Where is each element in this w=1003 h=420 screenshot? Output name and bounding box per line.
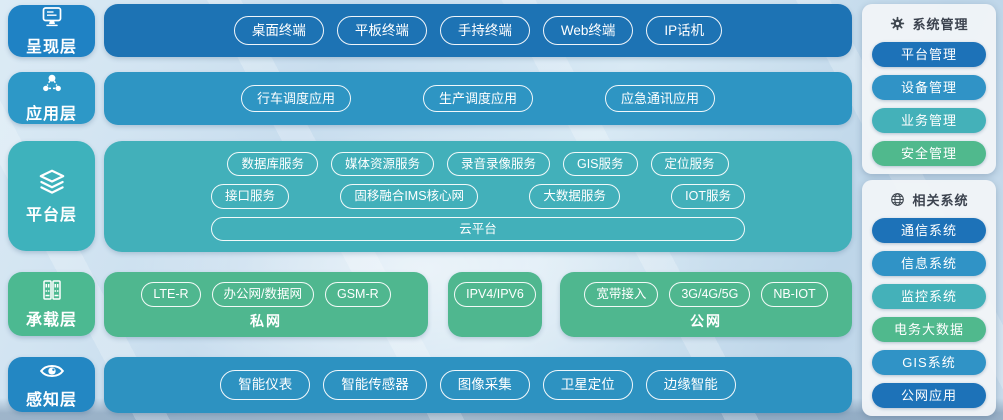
band-presentation: 桌面终端平板终端手持终端 Web终端 IP话机: [104, 4, 852, 57]
private-network-nodes: LTE-R 办公网/数据网 GSM-R: [141, 282, 391, 307]
node-pill: 云平台: [211, 216, 745, 242]
public-network-nodes: 宽带接入 3G/4G/5G NB-IOT: [584, 282, 828, 307]
sidebar-button: 平台管理: [872, 42, 986, 67]
panel-system-management-header: 系统管理: [871, 14, 987, 33]
node-pill: 接口服务: [211, 184, 290, 209]
node-pill: 应急通讯应用: [605, 85, 716, 112]
band-application: 行车调度应用 生产调度应用 应急通讯应用: [104, 72, 852, 125]
node-pill: 平板终端: [336, 15, 427, 46]
node-pill: 智能仪表: [220, 370, 311, 400]
node-pill: NB-IOT: [761, 282, 828, 307]
panel-system-management-title: 系统管理: [912, 17, 969, 32]
node-pill: 宽带接入: [584, 282, 659, 307]
sidebar-button: 设备管理: [872, 75, 986, 100]
platform-nodes-row2: 接口服务 固移融合IMS核心网 大数据服务 IOT服务: [211, 184, 745, 209]
perception-nodes: 智能仪表智能传感器图像采集卫星定位边缘智能: [220, 370, 736, 400]
layers-icon: [37, 167, 67, 197]
band-perception: 智能仪表智能传感器图像采集卫星定位边缘智能: [104, 357, 852, 413]
band-bearer: LTE-R 办公网/数据网 GSM-R 私网 IPV4/IPV6 宽带接入 3G/4G…: [104, 272, 852, 337]
sidebar-button: 电务大数据: [872, 317, 986, 342]
node-pill: IOT服务: [671, 184, 745, 209]
public-network-group: 宽带接入 3G/4G/5G NB-IOT 公网: [560, 272, 852, 337]
layer-label-perception: 感知层: [25, 391, 77, 409]
panel-related-systems-title: 相关系统: [912, 193, 969, 208]
node-pill: 智能传感器: [323, 370, 427, 400]
panel-system-management: 系统管理 平台管理设备管理业务管理安全管理: [862, 4, 996, 174]
node-pill: 手持终端: [439, 15, 530, 46]
application-nodes: 行车调度应用 生产调度应用 应急通讯应用: [240, 85, 716, 112]
layer-label-presentation: 呈现层: [25, 39, 77, 56]
monitor-icon: [40, 5, 64, 29]
node-pill: 录音录像服务: [446, 151, 550, 177]
sidebar-button: 业务管理: [872, 108, 986, 133]
node-pill: GIS服务: [562, 151, 638, 177]
node-pill: Web终端: [542, 15, 634, 46]
sidebar-button: 公网应用: [872, 383, 986, 408]
node-pill: 卫星定位: [542, 370, 633, 400]
node-pill: 数据库服务: [227, 151, 318, 177]
ip-protocol-group: IPV4/IPV6: [448, 272, 542, 337]
eye-icon: [39, 360, 65, 382]
band-platform: 数据库服务媒体资源服务录音录像服务 GIS服务定位服务 接口服务 固移融合IMS核心…: [104, 141, 852, 252]
share-icon: [40, 72, 64, 96]
layer-label-bearer: 承载层: [25, 312, 77, 329]
node-pill: 定位服务: [650, 151, 729, 177]
node-pill: 边缘智能: [645, 370, 736, 400]
node-pill: GSM-R: [325, 282, 391, 307]
globe-icon: [889, 191, 906, 208]
node-pill: IP话机: [646, 15, 723, 46]
related-systems-buttons: 通信系统信息系统监控系统电务大数据 GIS系统公网应用: [871, 218, 987, 408]
layer-badge-presentation: 呈现层: [8, 5, 95, 57]
sidebar-button: 安全管理: [872, 141, 986, 166]
node-pill: 3G/4G/5G: [669, 282, 751, 307]
node-pill: IPV4/IPV6: [454, 282, 536, 307]
panel-related-systems-header: 相关系统: [871, 190, 987, 209]
layer-label-application: 应用层: [25, 106, 77, 123]
panel-related-systems: 相关系统 通信系统信息系统监控系统电务大数据 GIS系统公网应用: [862, 180, 996, 416]
system-management-buttons: 平台管理设备管理业务管理安全管理: [871, 42, 987, 166]
node-pill: 固移融合IMS核心网: [340, 184, 479, 209]
node-pill: 媒体资源服务: [330, 151, 434, 177]
node-pill: 图像采集: [439, 370, 530, 400]
private-network-label: 私网: [250, 312, 282, 329]
node-pill: LTE-R: [141, 282, 201, 307]
sidebar-button: 通信系统: [872, 218, 986, 243]
gear-icon: [889, 15, 906, 32]
sidebar-button: 信息系统: [872, 251, 986, 276]
layer-badge-platform: 平台层: [8, 141, 95, 251]
private-network-group: LTE-R 办公网/数据网 GSM-R 私网: [104, 272, 428, 337]
node-pill: 桌面终端: [233, 15, 324, 46]
presentation-nodes: 桌面终端平板终端手持终端 Web终端 IP话机: [233, 15, 723, 46]
layer-badge-bearer: 承载层: [8, 272, 95, 336]
sidebar-button: GIS系统: [872, 350, 986, 375]
layer-badge-perception: 感知层: [8, 357, 95, 412]
platform-nodes-row1: 数据库服务媒体资源服务录音录像服务 GIS服务定位服务: [211, 151, 745, 177]
platform-nodes-row3: 云平台: [211, 216, 745, 242]
layer-badge-application: 应用层: [8, 72, 95, 124]
public-network-label: 公网: [690, 312, 722, 329]
node-pill: 大数据服务: [529, 184, 620, 209]
node-pill: 行车调度应用: [240, 85, 351, 112]
node-pill: 办公网/数据网: [211, 282, 314, 307]
layer-label-platform: 平台层: [25, 207, 77, 224]
server-icon: [40, 278, 64, 302]
node-pill: 生产调度应用: [422, 85, 533, 112]
ip-protocol-nodes: IPV4/IPV6: [454, 282, 536, 307]
sidebar-button: 监控系统: [872, 284, 986, 309]
